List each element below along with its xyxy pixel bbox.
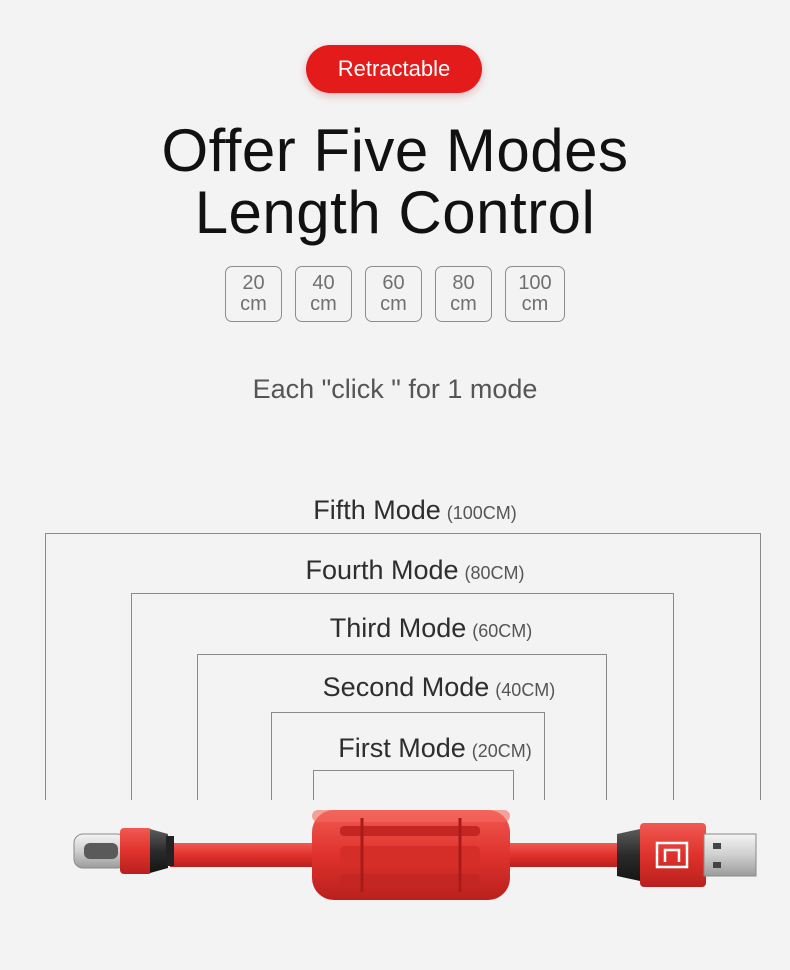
mode-name: First Mode [338,733,466,763]
length-unit: cm [310,293,337,315]
mode-label-second: Second Mode(40CM) [0,672,790,703]
mode-length: (40CM) [495,680,556,700]
mode-frame-fourth [131,593,674,800]
mode-frame-fifth [45,533,761,800]
mode-label-fifth: Fifth Mode(100CM) [0,495,790,526]
length-option-40: 40 cm [295,266,352,322]
headline-line-2: Length Control [194,179,596,246]
length-options: 20 cm 40 cm 60 cm 80 cm 100 cm [0,266,790,322]
mode-name: Third Mode [329,613,467,643]
length-number: 60 [382,272,405,294]
length-unit: cm [380,293,407,315]
mode-label-first: First Mode(20CM) [0,733,790,764]
length-number: 80 [452,272,475,294]
mode-name: Fourth Mode [305,555,459,585]
length-number: 40 [312,272,335,294]
mode-length: (80CM) [464,563,525,583]
mode-length: (60CM) [472,621,533,641]
click-instruction: Each "click " for 1 mode [252,374,538,404]
retractable-cable-illustration [73,810,757,900]
mode-label-third: Third Mode(60CM) [0,613,790,644]
length-number: 20 [242,272,265,294]
retractable-badge: Retractable [306,45,482,93]
mode-name: Second Mode [322,672,490,702]
usb-a-connector-icon [617,823,757,887]
length-number: 100 [518,272,552,294]
headline-line-1: Offer Five Modes [161,117,629,184]
mode-name: Fifth Mode [313,495,441,525]
length-option-80: 80 cm [435,266,492,322]
length-unit: cm [521,293,549,315]
usb-c-connector-icon [73,828,174,874]
retractable-reel-icon [312,810,510,900]
mode-length: (20CM) [471,741,532,761]
length-unit: cm [240,293,267,315]
brand-logo-icon [655,841,689,869]
mode-frame-second [271,712,545,800]
mode-length: (100CM) [446,503,517,523]
mode-label-fourth: Fourth Mode(80CM) [0,555,790,586]
length-option-60: 60 cm [365,266,422,322]
length-option-100: 100 cm [505,266,565,322]
mode-frame-third [197,654,607,800]
length-option-20: 20 cm [225,266,282,322]
length-unit: cm [450,293,477,315]
mode-frame-first [313,770,514,800]
